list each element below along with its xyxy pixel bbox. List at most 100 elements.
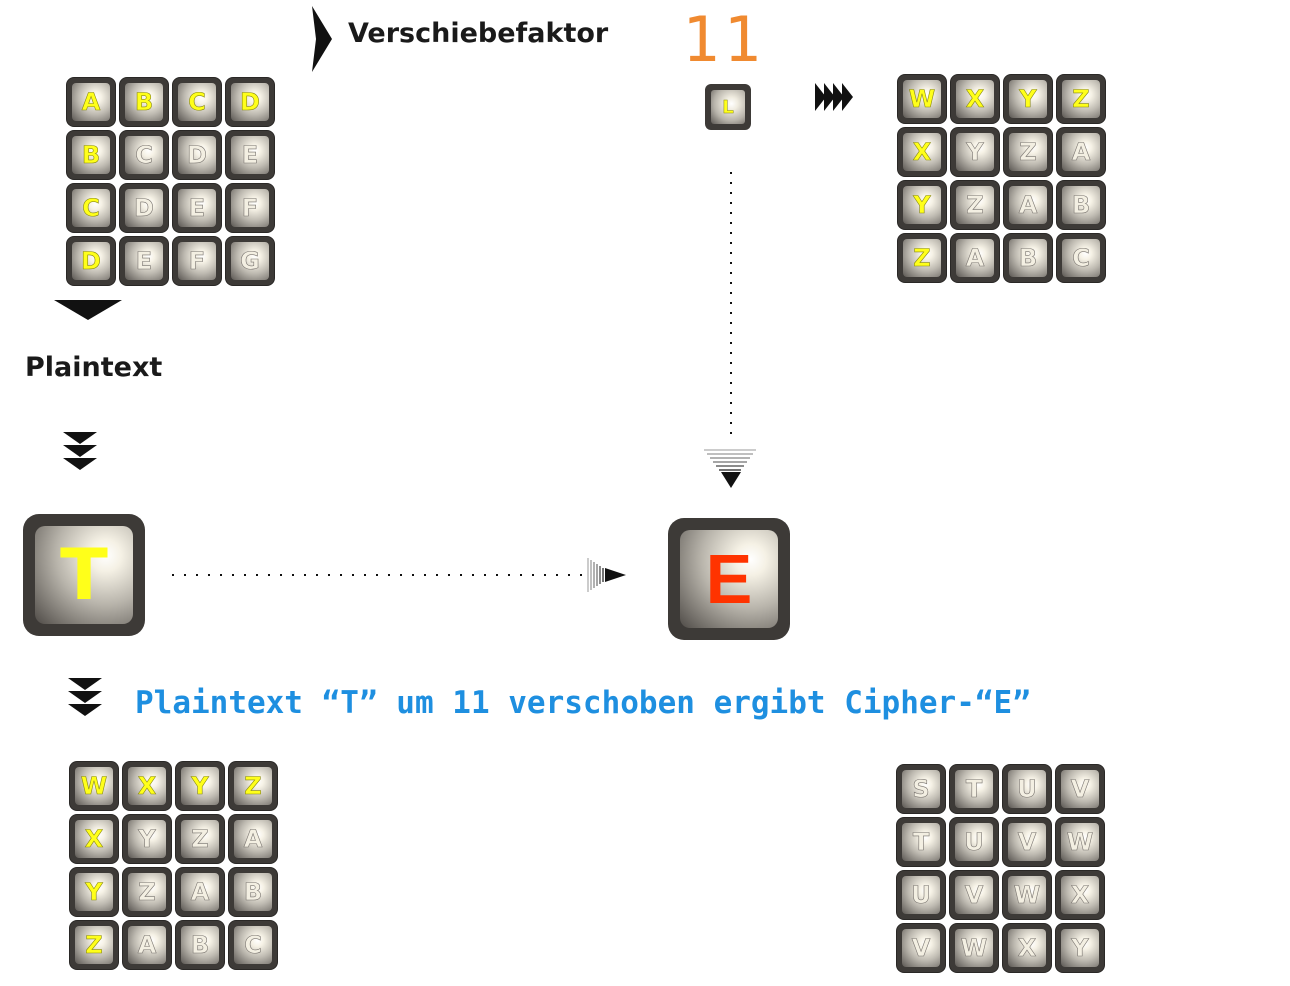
down-arrow-icon [54,300,122,320]
key-tile: Z [1057,75,1105,123]
key-tile: U [1003,765,1051,813]
key-tile: U [897,871,945,919]
key-letter: W [903,80,941,118]
vertical-dotted-connector [704,172,756,488]
horizontal-dotted-connector [172,558,626,592]
key-letter: Y [181,767,219,805]
key-tile: Y [1004,75,1052,123]
key-tile: T [897,818,945,866]
key-letter: Z [1062,80,1100,118]
key-tile: A [1004,181,1052,229]
key-letter: U [902,876,940,914]
plain-letter-key: T [23,514,145,636]
key-tile: Y [123,815,171,863]
key-letter: A [181,873,219,911]
key-letter: Z [181,820,219,858]
key-tile: C [1057,234,1105,282]
key-tile: Z [229,762,277,810]
key-tile: A [951,234,999,282]
key-letter: V [1061,770,1099,808]
key-tile: B [67,131,115,179]
key-tile: C [67,184,115,232]
key-tile: G [226,237,274,285]
key-letter: Y [128,820,166,858]
key-letter: A [234,820,272,858]
key-tile: A [229,815,277,863]
key-letter: A [1009,186,1047,224]
key-letter: V [902,929,940,967]
key-letter: B [125,83,163,121]
shift-key: L [705,84,751,130]
key-tile: B [176,921,224,969]
key-tile: V [1056,765,1104,813]
key-letter: G [231,242,269,280]
key-letter: E [178,189,216,227]
plain-letter: T [35,526,133,624]
key-letter: T [902,823,940,861]
key-letter: B [181,926,219,964]
key-tile: A [176,868,224,916]
triple-down-arrow-icon [68,678,102,716]
key-tile: X [123,762,171,810]
key-tile: Z [123,868,171,916]
key-letter: W [1008,876,1046,914]
key-letter: X [1061,876,1099,914]
key-tile: W [898,75,946,123]
key-letter: D [178,136,216,174]
key-letter: W [75,767,113,805]
key-letter: U [1008,770,1046,808]
key-letter: D [231,83,269,121]
key-tile: W [70,762,118,810]
key-tile: Y [176,762,224,810]
key-letter: B [72,136,110,174]
key-tile: C [173,78,221,126]
key-tile: A [123,921,171,969]
key-letter: T [955,770,993,808]
plaintext-label: Plaintext [25,352,163,383]
key-tile: Z [1004,128,1052,176]
key-tile: U [950,818,998,866]
key-tile: F [173,237,221,285]
right-gradient-arrow-icon [587,558,626,592]
key-tile: E [173,184,221,232]
key-letter: E [231,136,269,174]
key-letter: Z [75,926,113,964]
key-tile: Z [176,815,224,863]
key-letter: V [955,876,993,914]
key-letter: W [955,929,993,967]
fast-forward-arrows-icon [815,83,853,111]
key-letter: Y [1009,80,1047,118]
cipher-letter-key: E [668,518,790,640]
key-tile: Y [951,128,999,176]
key-tile: Y [1056,924,1104,972]
key-tile: Z [951,181,999,229]
key-tile: S [897,765,945,813]
key-letter: F [231,189,269,227]
key-tile: X [898,128,946,176]
key-tile: A [1057,128,1105,176]
key-tile: V [950,871,998,919]
key-tile: Y [898,181,946,229]
key-letter: Y [903,186,941,224]
shift-label: Verschiebefaktor [348,18,609,49]
down-gradient-arrow-icon [704,449,756,488]
key-letter: X [128,767,166,805]
key-tile: E [226,131,274,179]
key-tile: E [120,237,168,285]
key-tile: Z [70,921,118,969]
key-tile: C [229,921,277,969]
key-letter: Z [234,767,272,805]
key-letter: X [1008,929,1046,967]
key-tile: X [1056,871,1104,919]
key-letter: Z [1009,133,1047,171]
key-tile: B [1057,181,1105,229]
key-letter: S [902,770,940,808]
key-tile: V [897,924,945,972]
key-tile: D [120,184,168,232]
key-tile: W [1056,818,1104,866]
key-tile: X [1003,924,1051,972]
key-letter: W [1061,823,1099,861]
key-letter: C [125,136,163,174]
key-letter: Y [1061,929,1099,967]
key-tile: D [173,131,221,179]
